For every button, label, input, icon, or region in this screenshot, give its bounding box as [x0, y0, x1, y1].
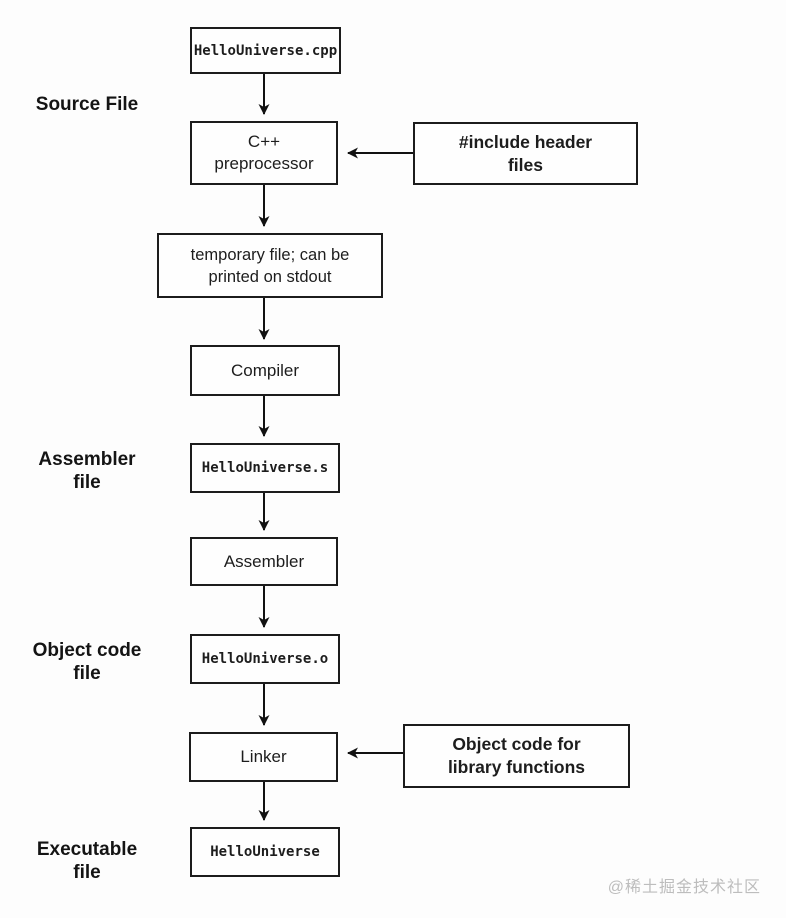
stage-label-source-file-text: Source File [35, 94, 139, 115]
stage-label-executable-file: Executable file [27, 838, 147, 884]
watermark-label: @稀土掘金技术社区 [607, 879, 761, 896]
node-assembler-label: Assembler [223, 551, 305, 571]
node-temp-file: temporary file; can be printed on stdout [157, 233, 383, 298]
node-compiler: Compiler [190, 345, 340, 396]
node-object-file: HelloUniverse.o [190, 634, 340, 684]
callout-library-objects-label: Object code for library functions [447, 734, 586, 777]
callout-library-objects: Object code for library functions [403, 724, 630, 788]
node-assembly-file: HelloUniverse.s [190, 443, 340, 493]
node-assembly-file-label: HelloUniverse.s [201, 460, 329, 476]
node-compiler-label: Compiler [230, 360, 300, 380]
watermark-text: @稀土掘金技术社区 [608, 873, 761, 897]
stage-label-assembler-file: Assembler file [27, 448, 147, 494]
node-executable-label: HelloUniverse [210, 844, 320, 860]
stage-label-assembler-file-text: Assembler file [38, 449, 136, 493]
node-executable: HelloUniverse [190, 827, 340, 877]
node-assembler: Assembler [190, 537, 338, 586]
callout-include-headers: #include header files [413, 122, 638, 185]
node-preprocessor: C++ preprocessor [190, 121, 338, 185]
node-linker-label: Linker [240, 747, 287, 766]
node-source-file: HelloUniverse.cpp [190, 27, 341, 74]
stage-label-object-code-file-text: Object code file [32, 640, 142, 684]
node-source-file-label: HelloUniverse.cpp [193, 42, 338, 59]
node-preprocessor-label: C++ preprocessor [214, 132, 314, 173]
callout-include-headers-label: #include header files [458, 131, 593, 175]
node-object-file-label: HelloUniverse.o [201, 651, 329, 667]
stage-label-object-code-file: Object code file [20, 639, 154, 685]
node-temp-file-label: temporary file; can be printed on stdout [190, 245, 350, 286]
stage-label-source-file: Source File [20, 93, 154, 116]
stage-label-executable-file-text: Executable file [36, 839, 138, 883]
node-linker: Linker [189, 732, 338, 782]
